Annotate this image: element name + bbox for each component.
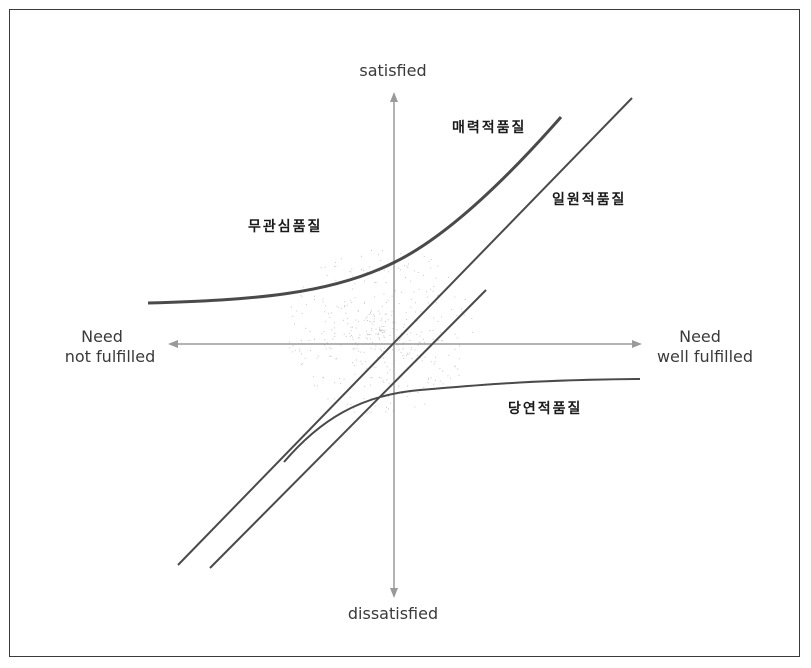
attractive-quality-curve <box>147 116 563 305</box>
axis-label-right-line2: well fulfilled <box>657 347 753 366</box>
axis-label-satisfied: satisfied <box>359 61 426 80</box>
label-attractive-quality: 매력적품질 <box>452 119 526 136</box>
axis-label-left-line1: Need <box>81 327 123 346</box>
label-must-be-quality: 당연적품질 <box>508 400 582 417</box>
one-dimensional-quality-line-inner <box>209 289 487 569</box>
one-dimensional-quality-line <box>177 97 633 566</box>
center-noise-region <box>288 250 473 415</box>
must-be-quality-curve <box>283 378 641 463</box>
axis-label-right-line1: Need <box>679 327 721 346</box>
axis-label-dissatisfied: dissatisfied <box>348 604 438 623</box>
label-one-dimensional-quality: 일원적품질 <box>552 191 626 208</box>
axis-label-left-line2: not fulfilled <box>65 347 155 366</box>
label-indifferent-quality: 무관심품질 <box>248 218 322 235</box>
